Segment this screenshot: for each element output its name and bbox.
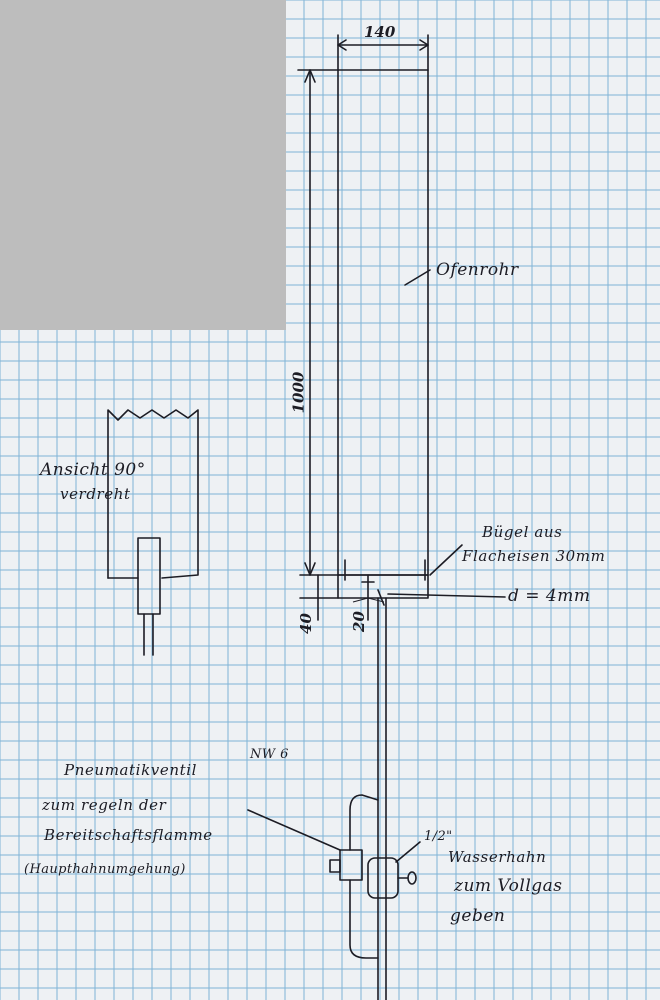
valve-label-line-2: zum regeln der [42,796,167,814]
side-view-outline [107,409,199,579]
valve-size-label: NW 6 [250,747,289,762]
pipe-leader [404,269,431,286]
pipe-label: Ofenrohr [436,260,519,280]
bracket-label-line-2: Flacheisen 30mm [462,547,606,565]
view-label-line-2: verdreht [60,485,131,503]
bracket-leader [429,544,463,576]
tap-handle [407,871,417,885]
valve-label-line-1: Pneumatikventil [64,761,198,779]
tap-size-label: 1/2" [424,829,453,844]
water-tap [367,857,399,899]
grey-patch [0,0,286,330]
valve-label-line-4: (Haupthahnumgehung) [24,862,186,877]
tap-leader [395,841,421,863]
valve-label-line-3: Bereitschaftsflamme [44,826,213,844]
tap-label-line-1: Wasserhahn [448,848,547,866]
bypass-pipe [349,794,379,959]
tap-label-line-3: geben [450,906,506,926]
thickness-leader [387,593,506,598]
gap-dimension-label: 40 [296,613,315,634]
view-label-line-1: Ansicht 90° [40,460,146,480]
width-dimension-label: 140 [364,23,396,41]
thickness-label: d = 4mm [508,586,591,606]
valve-leader [247,809,341,851]
bracket-label-line-1: Bügel aus [482,523,563,541]
offset-dimension-label: 20 [349,611,368,632]
height-dimension-label: 1000 [289,371,308,414]
bracket [337,574,429,599]
side-view-bracket [137,537,161,615]
tap-label-line-2: zum Vollgas [454,876,563,896]
